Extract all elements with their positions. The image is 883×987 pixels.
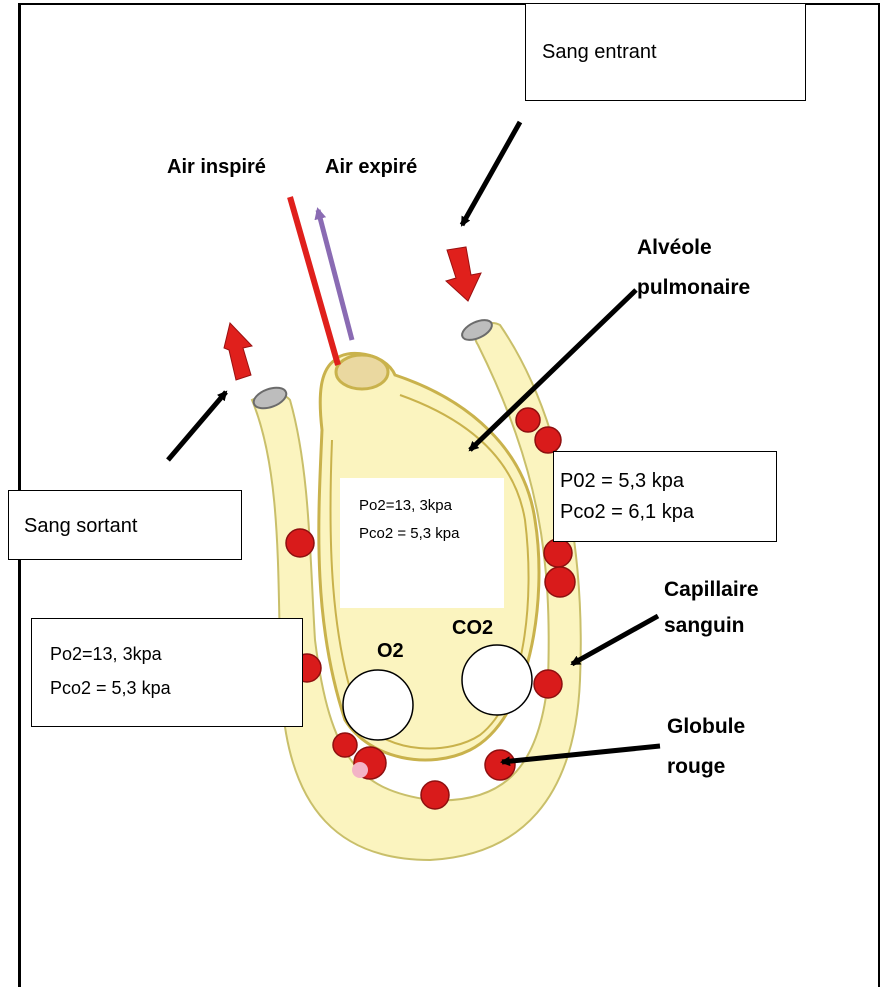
air-inspire-label: Air inspiré xyxy=(167,156,266,179)
sang-sortant-text: Sang sortant xyxy=(24,515,241,538)
red-cell xyxy=(534,670,562,698)
globule-label-line2: rouge xyxy=(667,755,725,779)
capillaire-label-line1: Capillaire xyxy=(664,578,759,602)
alveole-po2: Po2=13, 3kpa xyxy=(359,492,504,520)
red-cell xyxy=(516,408,540,432)
sortant-pressure-box: Po2=13, 3kpa Pco2 = 5,3 kpa xyxy=(31,618,303,727)
red-cell xyxy=(485,750,515,780)
red-cell xyxy=(545,567,575,597)
red-arrow-up xyxy=(224,323,252,380)
sortant-po2: Po2=13, 3kpa xyxy=(50,637,302,671)
red-cell xyxy=(286,529,314,557)
red-cell xyxy=(333,733,357,757)
o2-label: O2 xyxy=(377,640,404,663)
capillaire-label-line2: sanguin xyxy=(664,614,745,638)
entrant-pressure-box: P02 = 5,3 kpa Pco2 = 6,1 kpa xyxy=(553,451,777,542)
o2-circle xyxy=(343,670,413,740)
alveole-label-line1: Alvéole xyxy=(637,236,712,260)
alveole-pco2: Pco2 = 5,3 kpa xyxy=(359,520,504,548)
entrant-pco2: Pco2 = 6,1 kpa xyxy=(560,497,776,528)
red-arrow-down xyxy=(446,247,481,301)
alveole-label-line2: pulmonaire xyxy=(637,276,750,300)
alveole-pressure-box: Po2=13, 3kpa Pco2 = 5,3 kpa xyxy=(340,478,504,608)
sang-entrant-arrow xyxy=(462,122,520,225)
sang-sortant-arrow xyxy=(168,392,226,460)
co2-label: CO2 xyxy=(452,617,493,640)
capillaire-arrow xyxy=(572,616,658,664)
air-expire-label: Air expiré xyxy=(325,156,417,179)
alveolus-opening xyxy=(336,355,388,389)
air-inspire-arrow xyxy=(290,197,338,365)
globule-label-line1: Globule xyxy=(667,715,745,739)
red-cell xyxy=(544,539,572,567)
red-cell-highlight xyxy=(352,762,368,778)
sang-entrant-text: Sang entrant xyxy=(542,41,805,64)
red-cell xyxy=(421,781,449,809)
sortant-pco2: Pco2 = 5,3 kpa xyxy=(50,671,302,705)
sang-entrant-box: Sang entrant xyxy=(525,3,806,101)
co2-circle xyxy=(462,645,532,715)
entrant-po2: P02 = 5,3 kpa xyxy=(560,466,776,497)
globule-arrow xyxy=(502,746,660,762)
red-cell xyxy=(535,427,561,453)
sang-sortant-box: Sang sortant xyxy=(8,490,242,560)
